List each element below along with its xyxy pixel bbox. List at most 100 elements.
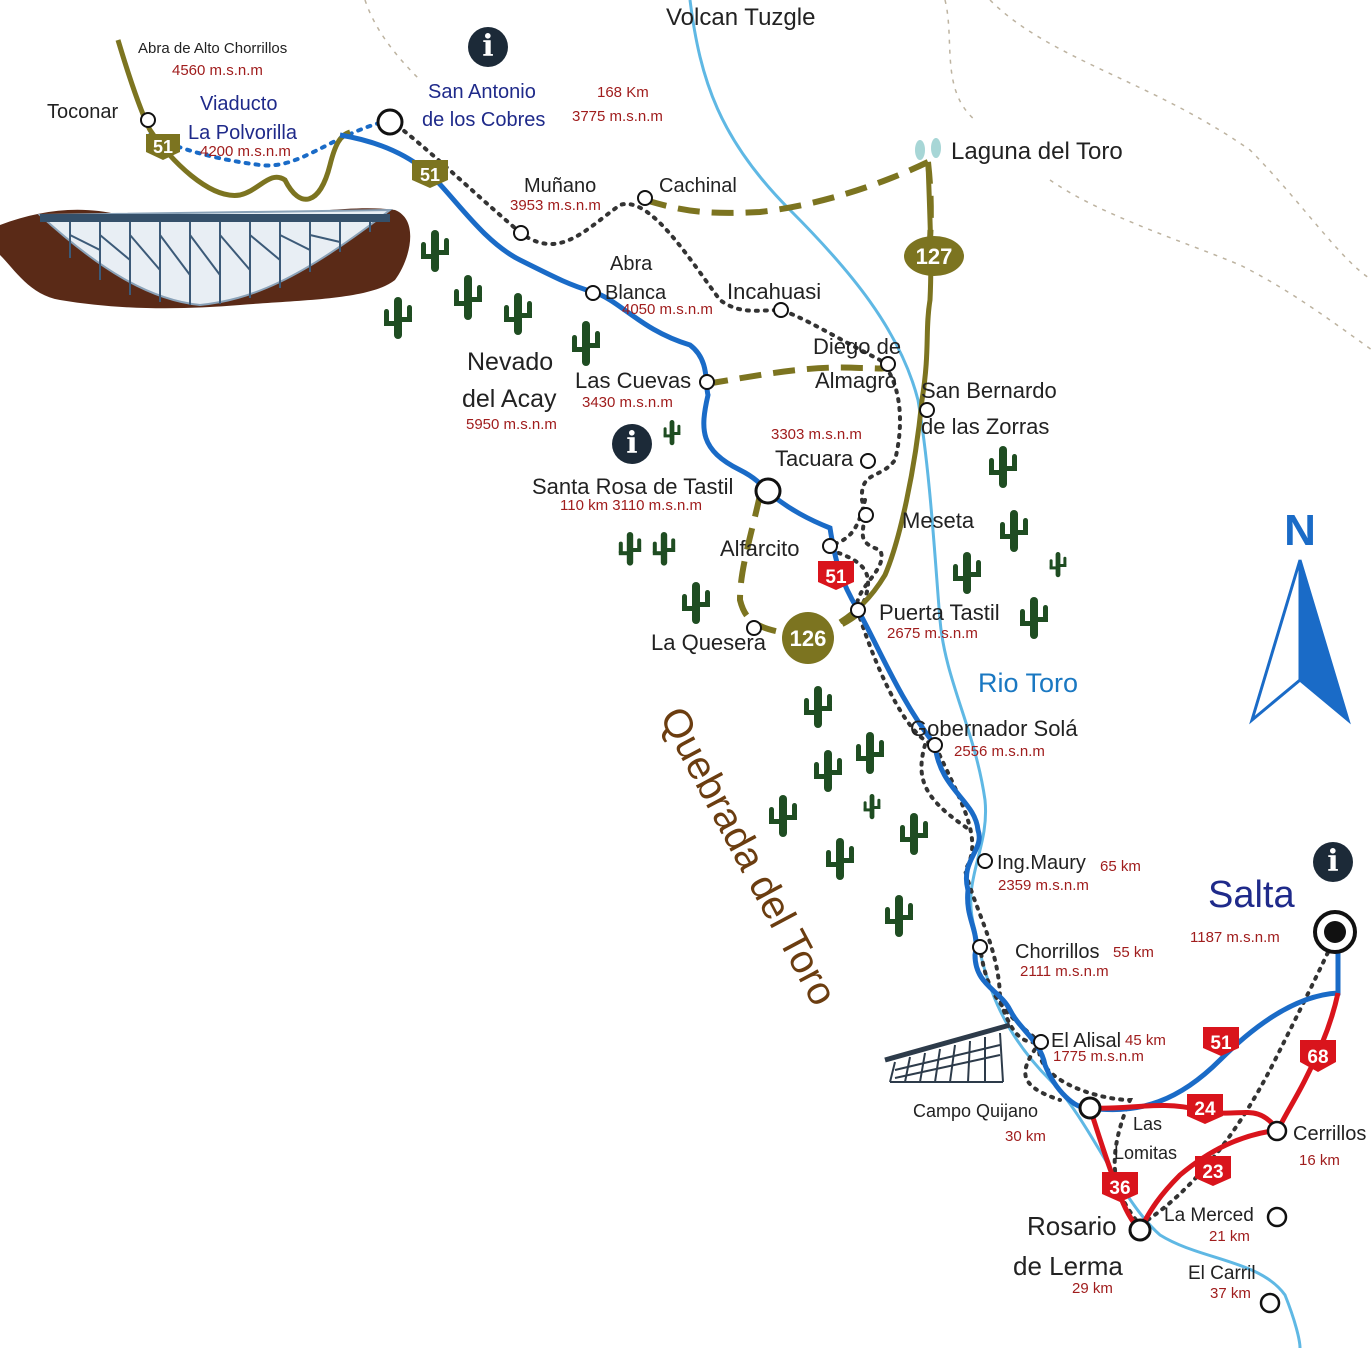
label-cerrillos: Cerrillos	[1293, 1123, 1367, 1145]
svg-text:24: 24	[1194, 1099, 1216, 1120]
info-icon[interactable]: i	[1313, 842, 1353, 882]
label-alfarcito: Alfarcito	[720, 536, 800, 561]
label-chorrillos: Chorrillos	[1015, 941, 1100, 963]
svg-text:68: 68	[1307, 1047, 1328, 1068]
label-nevado-2: del Acay	[462, 385, 557, 413]
salta-marker	[1313, 910, 1357, 954]
km-san-antonio: 168 Km	[597, 84, 649, 101]
marker-puerta-tastil	[850, 602, 866, 618]
cactus-icon	[384, 297, 412, 339]
label-san-bernardo-1: San Bernardo	[921, 378, 1057, 403]
km-ing-maury: 65 km	[1100, 858, 1141, 875]
km-el-alisal: 45 km	[1125, 1032, 1166, 1049]
cactus-icon	[421, 230, 449, 272]
label-abra-chorrillos: Abra de Alto Chorrillos	[138, 40, 288, 57]
km-cerrillos: 16 km	[1299, 1152, 1340, 1169]
cactus-icon	[1000, 510, 1028, 552]
boundary-lines	[364, 0, 1372, 351]
cactus-icon	[814, 750, 842, 792]
alt-chorrillos: 2111 m.s.n.m	[1020, 963, 1109, 980]
label-puerta-tastil: Puerta Tastil	[879, 600, 1000, 625]
info-icon[interactable]: i	[468, 27, 508, 67]
svg-text:51: 51	[153, 137, 173, 157]
marker-campo-quijano	[1078, 1096, 1102, 1120]
label-gob-sola: Gobernador Solá	[910, 716, 1078, 741]
cactus-icon	[885, 895, 913, 937]
marker-chorrillos	[972, 939, 988, 955]
label-rosario-1: Rosario	[1027, 1211, 1117, 1241]
marker-incahuasi	[773, 302, 789, 318]
label-laguna: Laguna del Toro	[951, 138, 1123, 165]
north-label: N	[1284, 506, 1316, 555]
info-icon[interactable]: i	[612, 424, 652, 464]
bridge-icon	[884, 1022, 1011, 1083]
cactus-icon	[1049, 552, 1067, 578]
marker-la-merced	[1266, 1206, 1288, 1228]
cactus-icon	[618, 532, 642, 566]
marker-san-bernardo	[919, 402, 935, 418]
route-24-shield: 24	[1187, 1094, 1223, 1124]
label-munano: Muñano	[524, 175, 597, 197]
svg-text:36: 36	[1109, 1178, 1130, 1199]
alt-salta: 1187 m.s.n.m	[1190, 929, 1280, 946]
marker-el-alisal	[1033, 1034, 1049, 1050]
route-23-shield: 23	[1195, 1156, 1231, 1186]
label-viaducto-2: La Polvorilla	[188, 122, 297, 144]
route-36-shield: 36	[1102, 1172, 1138, 1202]
cactus-icons	[384, 230, 1067, 937]
marker-el-carril	[1259, 1292, 1281, 1314]
route-51-shield-d: 51	[1203, 1027, 1239, 1056]
north-arrow-icon: N	[1249, 506, 1351, 725]
svg-text:126: 126	[790, 626, 827, 651]
label-tacuara: Tacuara	[775, 446, 854, 471]
label-incahuasi: Incahuasi	[727, 279, 822, 304]
label-san-antonio-1: San Antonio	[428, 81, 536, 103]
svg-text:51: 51	[825, 567, 847, 588]
label-campo-quijano: Campo Quijano	[913, 1101, 1039, 1121]
svg-text:51: 51	[420, 165, 440, 185]
km-campo-quijano: 30 km	[1005, 1128, 1046, 1145]
alt-gob-sola: 2556 m.s.n.m	[954, 743, 1045, 760]
label-diego-2: Almagro	[815, 368, 897, 393]
alt-ing-maury: 2359 m.s.n.m	[998, 877, 1089, 894]
cactus-icon	[769, 795, 797, 837]
route-126-shield: 126	[782, 612, 834, 664]
label-las-lomitas-1: Las	[1133, 1114, 1163, 1134]
label-las-cuevas: Las Cuevas	[575, 368, 692, 393]
cactus-icon	[953, 552, 981, 594]
marker-tacuara	[860, 453, 876, 469]
marker-alfarcito	[822, 538, 838, 554]
alt-abra-chorrillos: 4560 m.s.n.m	[172, 62, 263, 79]
svg-text:127: 127	[916, 244, 953, 269]
alt-nevado: 5950 m.s.n.m	[466, 416, 557, 433]
label-la-quesera: La Quesera	[651, 630, 766, 655]
cactus-icon	[989, 446, 1017, 488]
railway-line	[388, 118, 1338, 1228]
label-el-alisal: El Alisal	[1051, 1030, 1122, 1052]
route-51-shield-c: 51	[818, 561, 854, 590]
marker-gob-sola	[927, 737, 943, 753]
label-rio-toro: Rio Toro	[978, 668, 1079, 698]
marker-rosario	[1128, 1218, 1152, 1242]
route-51	[339, 132, 1341, 1113]
label-ing-maury: Ing.Maury	[997, 852, 1086, 874]
marker-las-cuevas	[699, 374, 715, 390]
label-diego-1: Diego de	[813, 334, 902, 359]
alt-abra-blanca: 4050 m.s.n.m	[622, 301, 713, 318]
label-toconar: Toconar	[47, 101, 119, 123]
marker-la-quesera	[746, 620, 762, 636]
label-san-antonio-2: de los Cobres	[422, 109, 546, 131]
route-127-shield: 127	[904, 236, 964, 276]
label-viaducto-1: Viaducto	[200, 93, 278, 115]
cactus-icon	[900, 813, 928, 855]
alt-viaducto: 4200 m.s.n.m	[200, 143, 291, 160]
label-san-bernardo-2: de las Zorras	[921, 414, 1050, 439]
cactus-icon	[454, 275, 482, 320]
marker-munano	[513, 225, 529, 241]
label-abra-blanca-2: Blanca	[605, 282, 667, 304]
alt-munano: 3953 m.s.n.m	[510, 197, 601, 214]
alt-tacuara: 3303 m.s.n.m	[771, 426, 862, 443]
route-51-shield-b: 51	[412, 160, 448, 188]
